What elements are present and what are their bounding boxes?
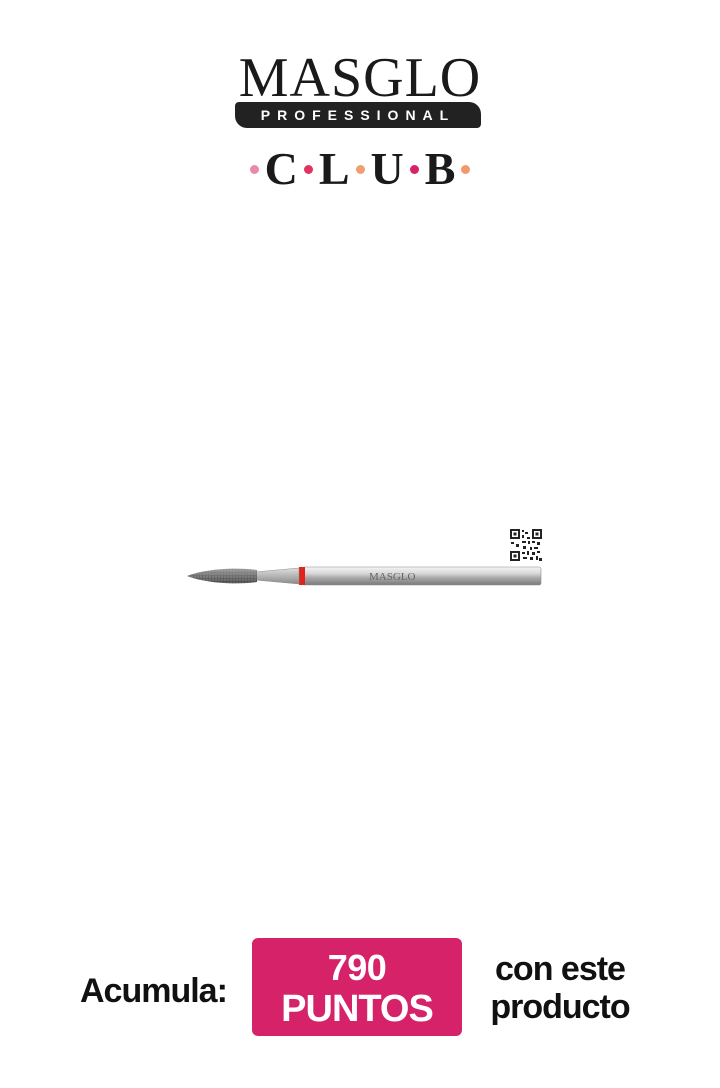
brand-name: MASGLO xyxy=(238,47,482,109)
club-dot xyxy=(355,164,365,174)
club-letter: L xyxy=(318,143,350,195)
club-dot xyxy=(461,164,471,174)
club-letter: B xyxy=(424,143,456,195)
drill-shaft xyxy=(302,566,542,586)
promo-trail-line1: con este xyxy=(495,950,626,988)
points-value: 790 xyxy=(327,947,387,988)
club-dot xyxy=(409,164,419,174)
club-letter: U xyxy=(370,143,404,195)
brand-tagline: PROFESSIONAL xyxy=(260,107,456,123)
promo-lead: Acumula: xyxy=(80,972,228,1010)
promo-trail: con este producto xyxy=(470,950,650,1026)
club-dot xyxy=(303,164,313,174)
product-image: MASGLO xyxy=(185,525,545,595)
qr-code-icon xyxy=(510,529,542,561)
drill-band xyxy=(299,567,305,585)
club-letter: C xyxy=(264,143,298,195)
points-promo: Acumula: 790 PUNTOS con este producto xyxy=(0,930,720,1050)
drill-engraving: MASGLO xyxy=(369,571,416,583)
points-label: PUNTOS xyxy=(281,988,434,1030)
drill-neck xyxy=(254,567,300,585)
club-dot xyxy=(249,164,259,174)
points-badge: 790 PUNTOS xyxy=(252,938,462,1036)
drill-bit-illustration: MASGLO xyxy=(187,566,542,586)
promo-trail-line2: producto xyxy=(490,988,630,1026)
brand-tagline-bar: PROFESSIONAL xyxy=(235,102,481,128)
